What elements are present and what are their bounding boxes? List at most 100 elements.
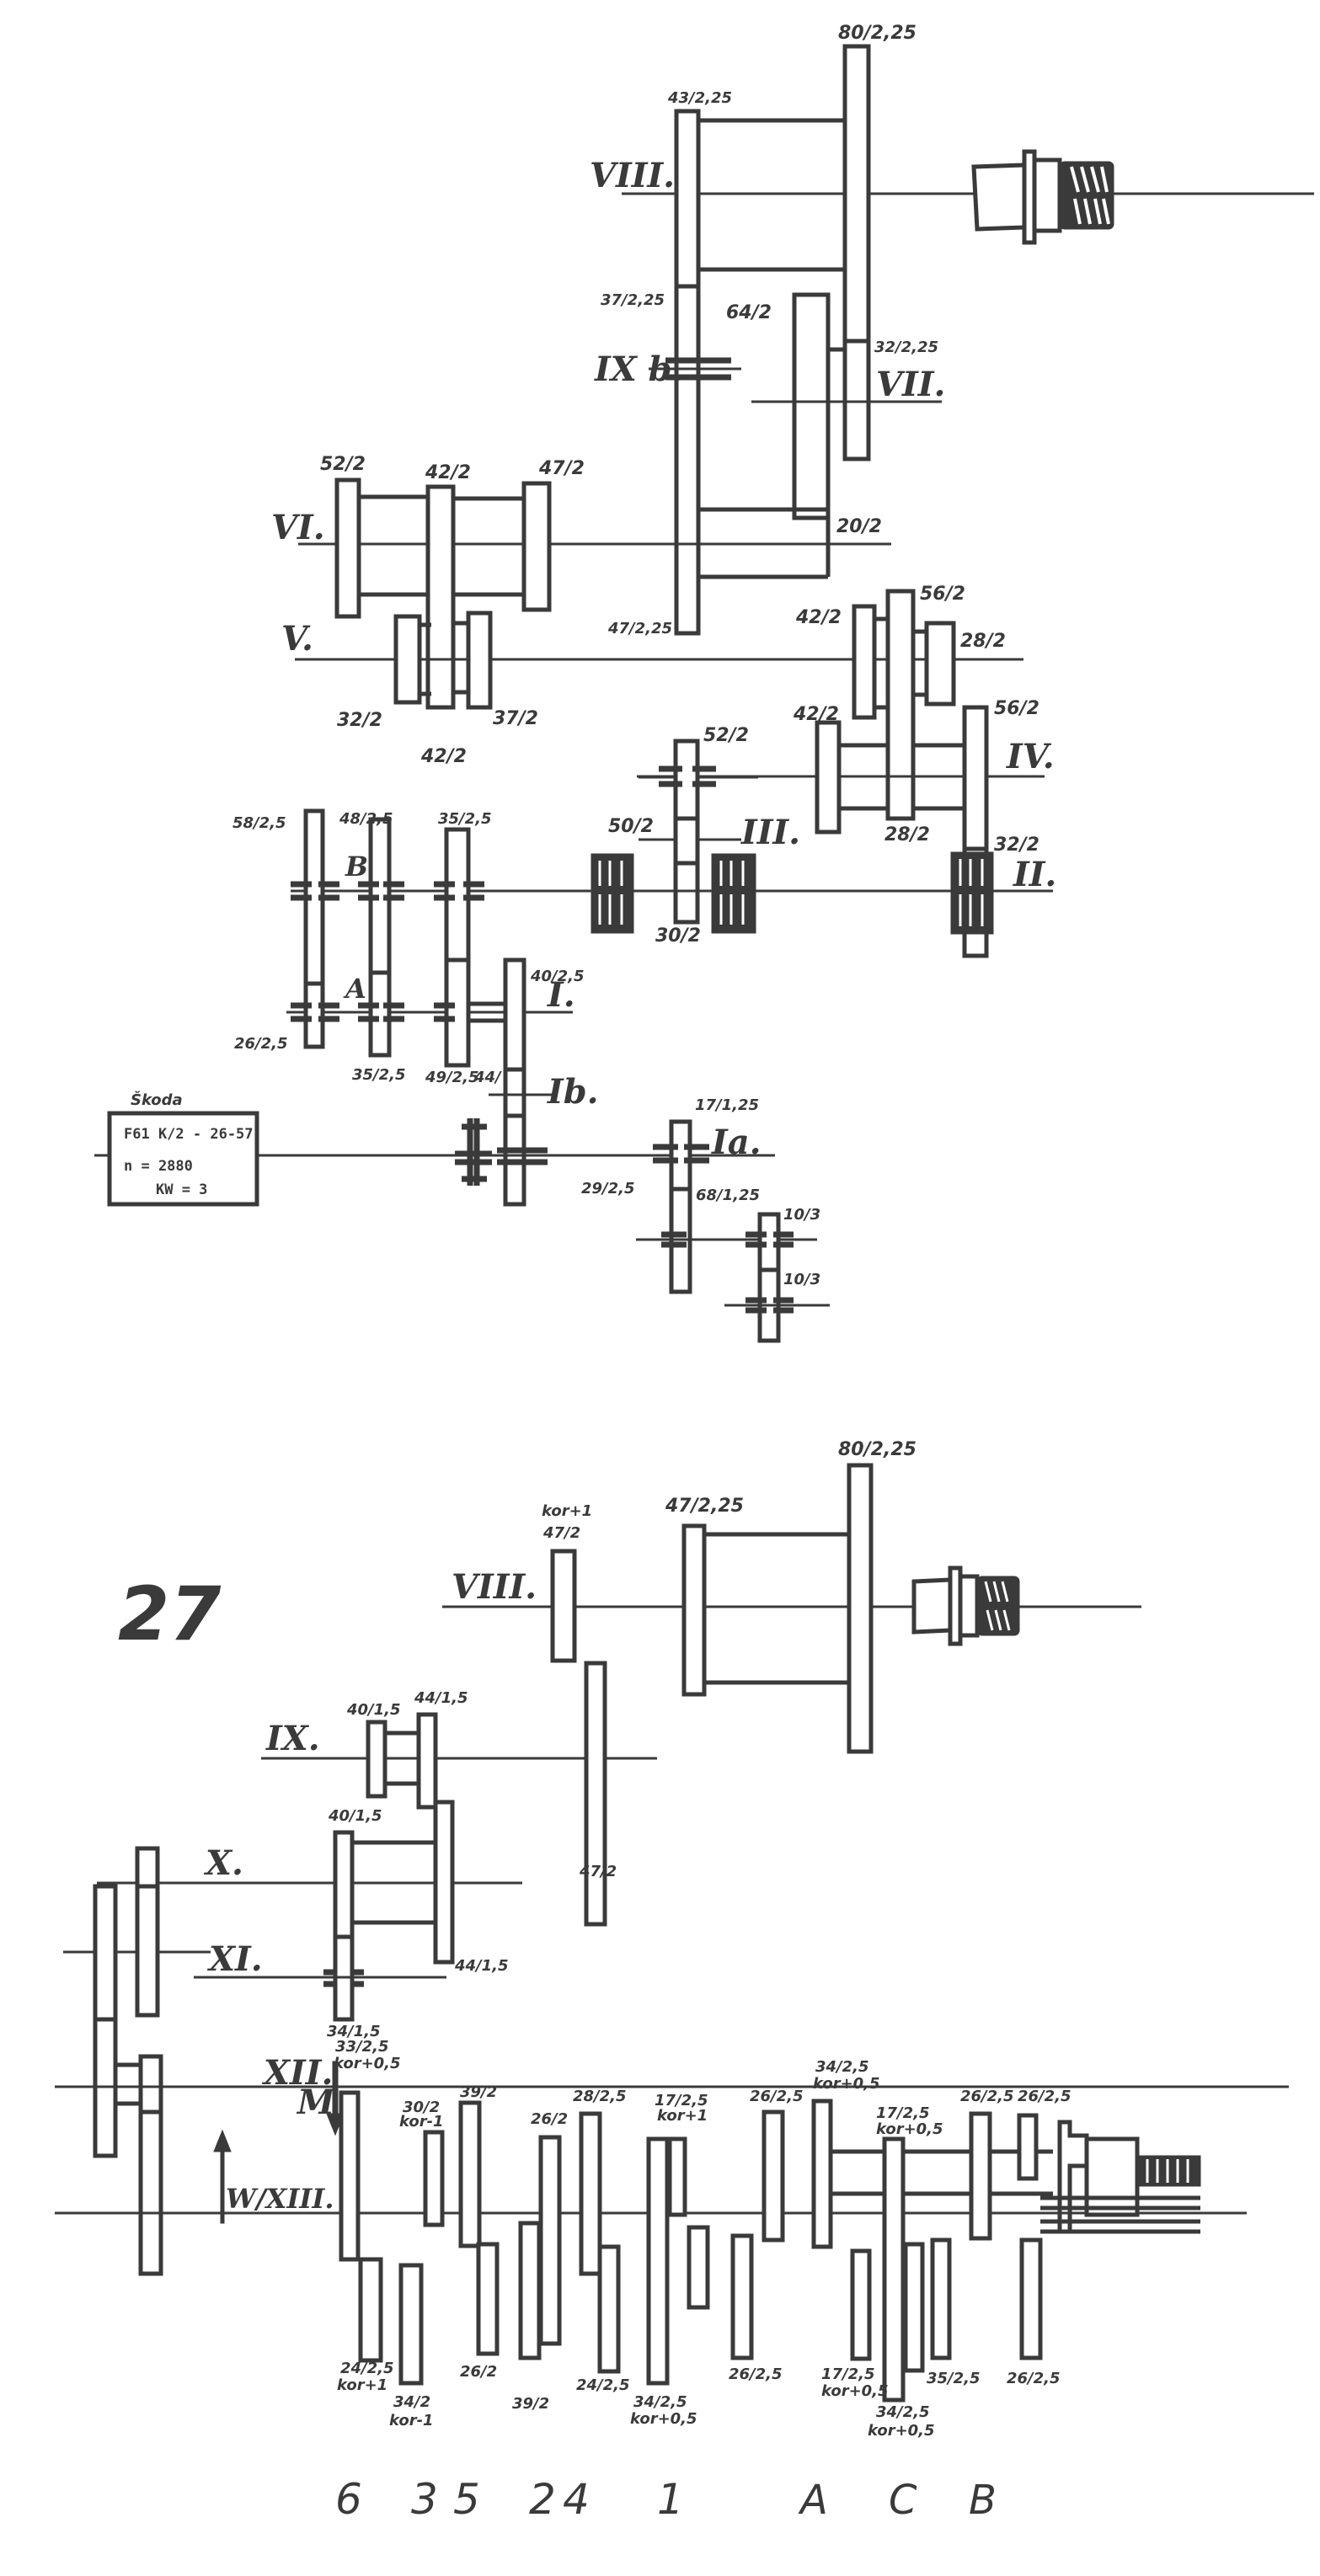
label-52-2-vi: 52/2 — [320, 454, 366, 475]
lower-label-17-25-c: 17/2,5 — [876, 2104, 930, 2122]
shaft-label-vii: VII. — [876, 365, 945, 404]
gear-58-25 — [303, 808, 325, 1049]
shaft-label-v: V. — [281, 619, 313, 659]
label-50-2: 50/2 — [608, 816, 654, 837]
label-26-25: 26/2,5 — [234, 1035, 288, 1053]
gear-28-2-r1 — [924, 621, 956, 707]
position-c: C — [889, 2477, 917, 2524]
label-10-3-b: 10/3 — [783, 1271, 820, 1288]
gear-42-2-r1 — [852, 604, 877, 720]
gear-42-2-r2 — [815, 720, 842, 835]
label-32-225: 32/2,25 — [874, 339, 938, 356]
label-43-225: 43/2,25 — [667, 89, 732, 107]
lower-left-gear-2 — [135, 1846, 160, 2018]
position-a: A — [798, 2477, 828, 2524]
lower-label-24-25: 24/2,5 — [340, 2360, 394, 2377]
label-52-2-iii: 52/2 — [703, 725, 749, 746]
lower-label-26-25-ab: 26/2,5 — [729, 2365, 783, 2383]
upper-diagram: VIII. 43/2,25 80/2,25 37/2,25 IX b. 64/2 — [94, 23, 1314, 1343]
clutch-2 — [711, 853, 756, 934]
feed-rod — [1040, 2195, 1200, 2234]
lower-gear-24-25 — [358, 2257, 383, 2363]
gear-35-25 — [444, 827, 471, 1068]
lower-label-80-225: 80/2,25 — [838, 1439, 917, 1460]
lower-gear-34-25-m — [646, 2136, 670, 2386]
gear-43-225 — [674, 109, 701, 636]
label-40-25: 40/2,5 — [530, 968, 585, 985]
label-48-25: 48/2,5 — [339, 810, 393, 828]
gear-47-2-vi — [521, 481, 552, 612]
shaft-label-ixb: IX b. — [594, 349, 684, 389]
lower-kor-17: kor+1 — [657, 2107, 708, 2125]
lower-gear-17-25-c — [882, 2136, 906, 2403]
label-47-225: 47/2,25 — [607, 620, 672, 637]
lower-gear-26-25-a — [762, 2109, 785, 2243]
lower-diagram: 27 VIII. kor+1 47/2 47/2,25 80/2,25 IX. — [55, 1439, 1289, 2524]
lower-label-26-25-c: 26/2,5 — [960, 2088, 1014, 2105]
motor-speed: n = 2880 — [124, 1158, 193, 1175]
label-47-2-vi: 47/2 — [538, 458, 585, 479]
label-28-2-r1: 28/2 — [960, 631, 1006, 652]
label-20-2: 20/2 — [836, 516, 882, 537]
shaft-letter-a: A — [343, 973, 366, 1005]
gear-64-2 — [792, 292, 831, 520]
lower-label-47-225: 47/2,25 — [665, 1496, 744, 1517]
lower-gear-26-2-xii — [538, 2135, 562, 2346]
lower-kor-17cb: kor+0,5 — [821, 2382, 889, 2400]
clutch-1 — [591, 853, 634, 934]
lower-label-26-2-xii: 26/2 — [531, 2110, 568, 2128]
label-32-2-v: 32/2 — [337, 710, 382, 731]
shaft-label-viii: VIII. — [590, 156, 675, 195]
lower-label-26-2: 26/2 — [460, 2363, 497, 2381]
gear-56-2-r1 — [885, 589, 916, 821]
label-42-2-vi: 42/2 — [425, 462, 471, 483]
shaft-label-iii: III. — [740, 813, 800, 852]
lower-label-34-25: 34/2,5 — [815, 2058, 869, 2076]
lower-kor-30: kor-1 — [399, 2113, 444, 2131]
shaft-label-i: I. — [547, 975, 575, 1015]
page-number: 27 — [118, 1571, 222, 1657]
label-29-25: 29/2,5 — [581, 1180, 635, 1197]
motor-type: F61 K/2 - 26-57 — [124, 1126, 254, 1143]
lower-label-47-2-low: 47/2 — [579, 1863, 617, 1880]
lower-gear-47-2-low — [584, 1661, 607, 1927]
motor-power: KW = 3 — [156, 1181, 207, 1198]
lower-gear-39-2-b — [518, 2221, 542, 2360]
lower-gear-30-2 — [423, 2130, 445, 2227]
lower-gear-44-15-xi — [433, 1800, 455, 1965]
spindle-chuck-lower — [1057, 2120, 1201, 2234]
position-4: 4 — [563, 2475, 590, 2524]
lower-clutch-a — [687, 2225, 710, 2310]
lower-label-30-2: 30/2 — [403, 2099, 440, 2116]
label-42-2-r1: 42/2 — [795, 607, 842, 628]
position-6: 6 — [335, 2475, 362, 2524]
gear-42-2-vi — [425, 484, 456, 710]
shaft-label-iv: IV. — [1006, 737, 1055, 776]
lower-gear-17-25-cb — [850, 2248, 872, 2361]
gear-40-25 — [503, 957, 526, 1207]
lower-label-34-15: 34/1,5 — [327, 2023, 381, 2040]
label-58-25: 58/2,5 — [232, 814, 286, 832]
lower-gear-80-225 — [847, 1463, 874, 1754]
lower-label-39-2: 39/2 — [460, 2083, 497, 2101]
label-80-225: 80/2,25 — [838, 23, 917, 44]
lower-gear-34-25-cb — [903, 2242, 925, 2373]
lower-gear-26-25-b — [1017, 2113, 1039, 2181]
lower-gear-34-2 — [398, 2263, 424, 2386]
lower-gear-26-2 — [476, 2242, 500, 2356]
lower-left-gear-3 — [138, 2054, 163, 2276]
gear-32-2-v — [393, 614, 422, 705]
lower-kor-34b: kor-1 — [389, 2412, 434, 2429]
lower-kor-34m: kor+0,5 — [630, 2410, 697, 2428]
lower-kor-17c: kor+0,5 — [876, 2120, 943, 2138]
position-5: 5 — [453, 2475, 480, 2524]
shaft-letter-b: B — [345, 851, 368, 883]
lower-gear-26-25-c — [969, 2111, 992, 2241]
lower-label-39-2-b: 39/2 — [512, 2395, 549, 2413]
lower-gear-28-25 — [579, 2111, 602, 2276]
label-64-2: 64/2 — [726, 302, 772, 323]
lower-gear-26-25-bb — [1019, 2237, 1043, 2360]
shaft-label-vi: VI. — [271, 508, 325, 547]
lower-gear-33-25 — [339, 2090, 361, 2262]
lower-kor-33: kor+0,5 — [334, 2055, 401, 2072]
